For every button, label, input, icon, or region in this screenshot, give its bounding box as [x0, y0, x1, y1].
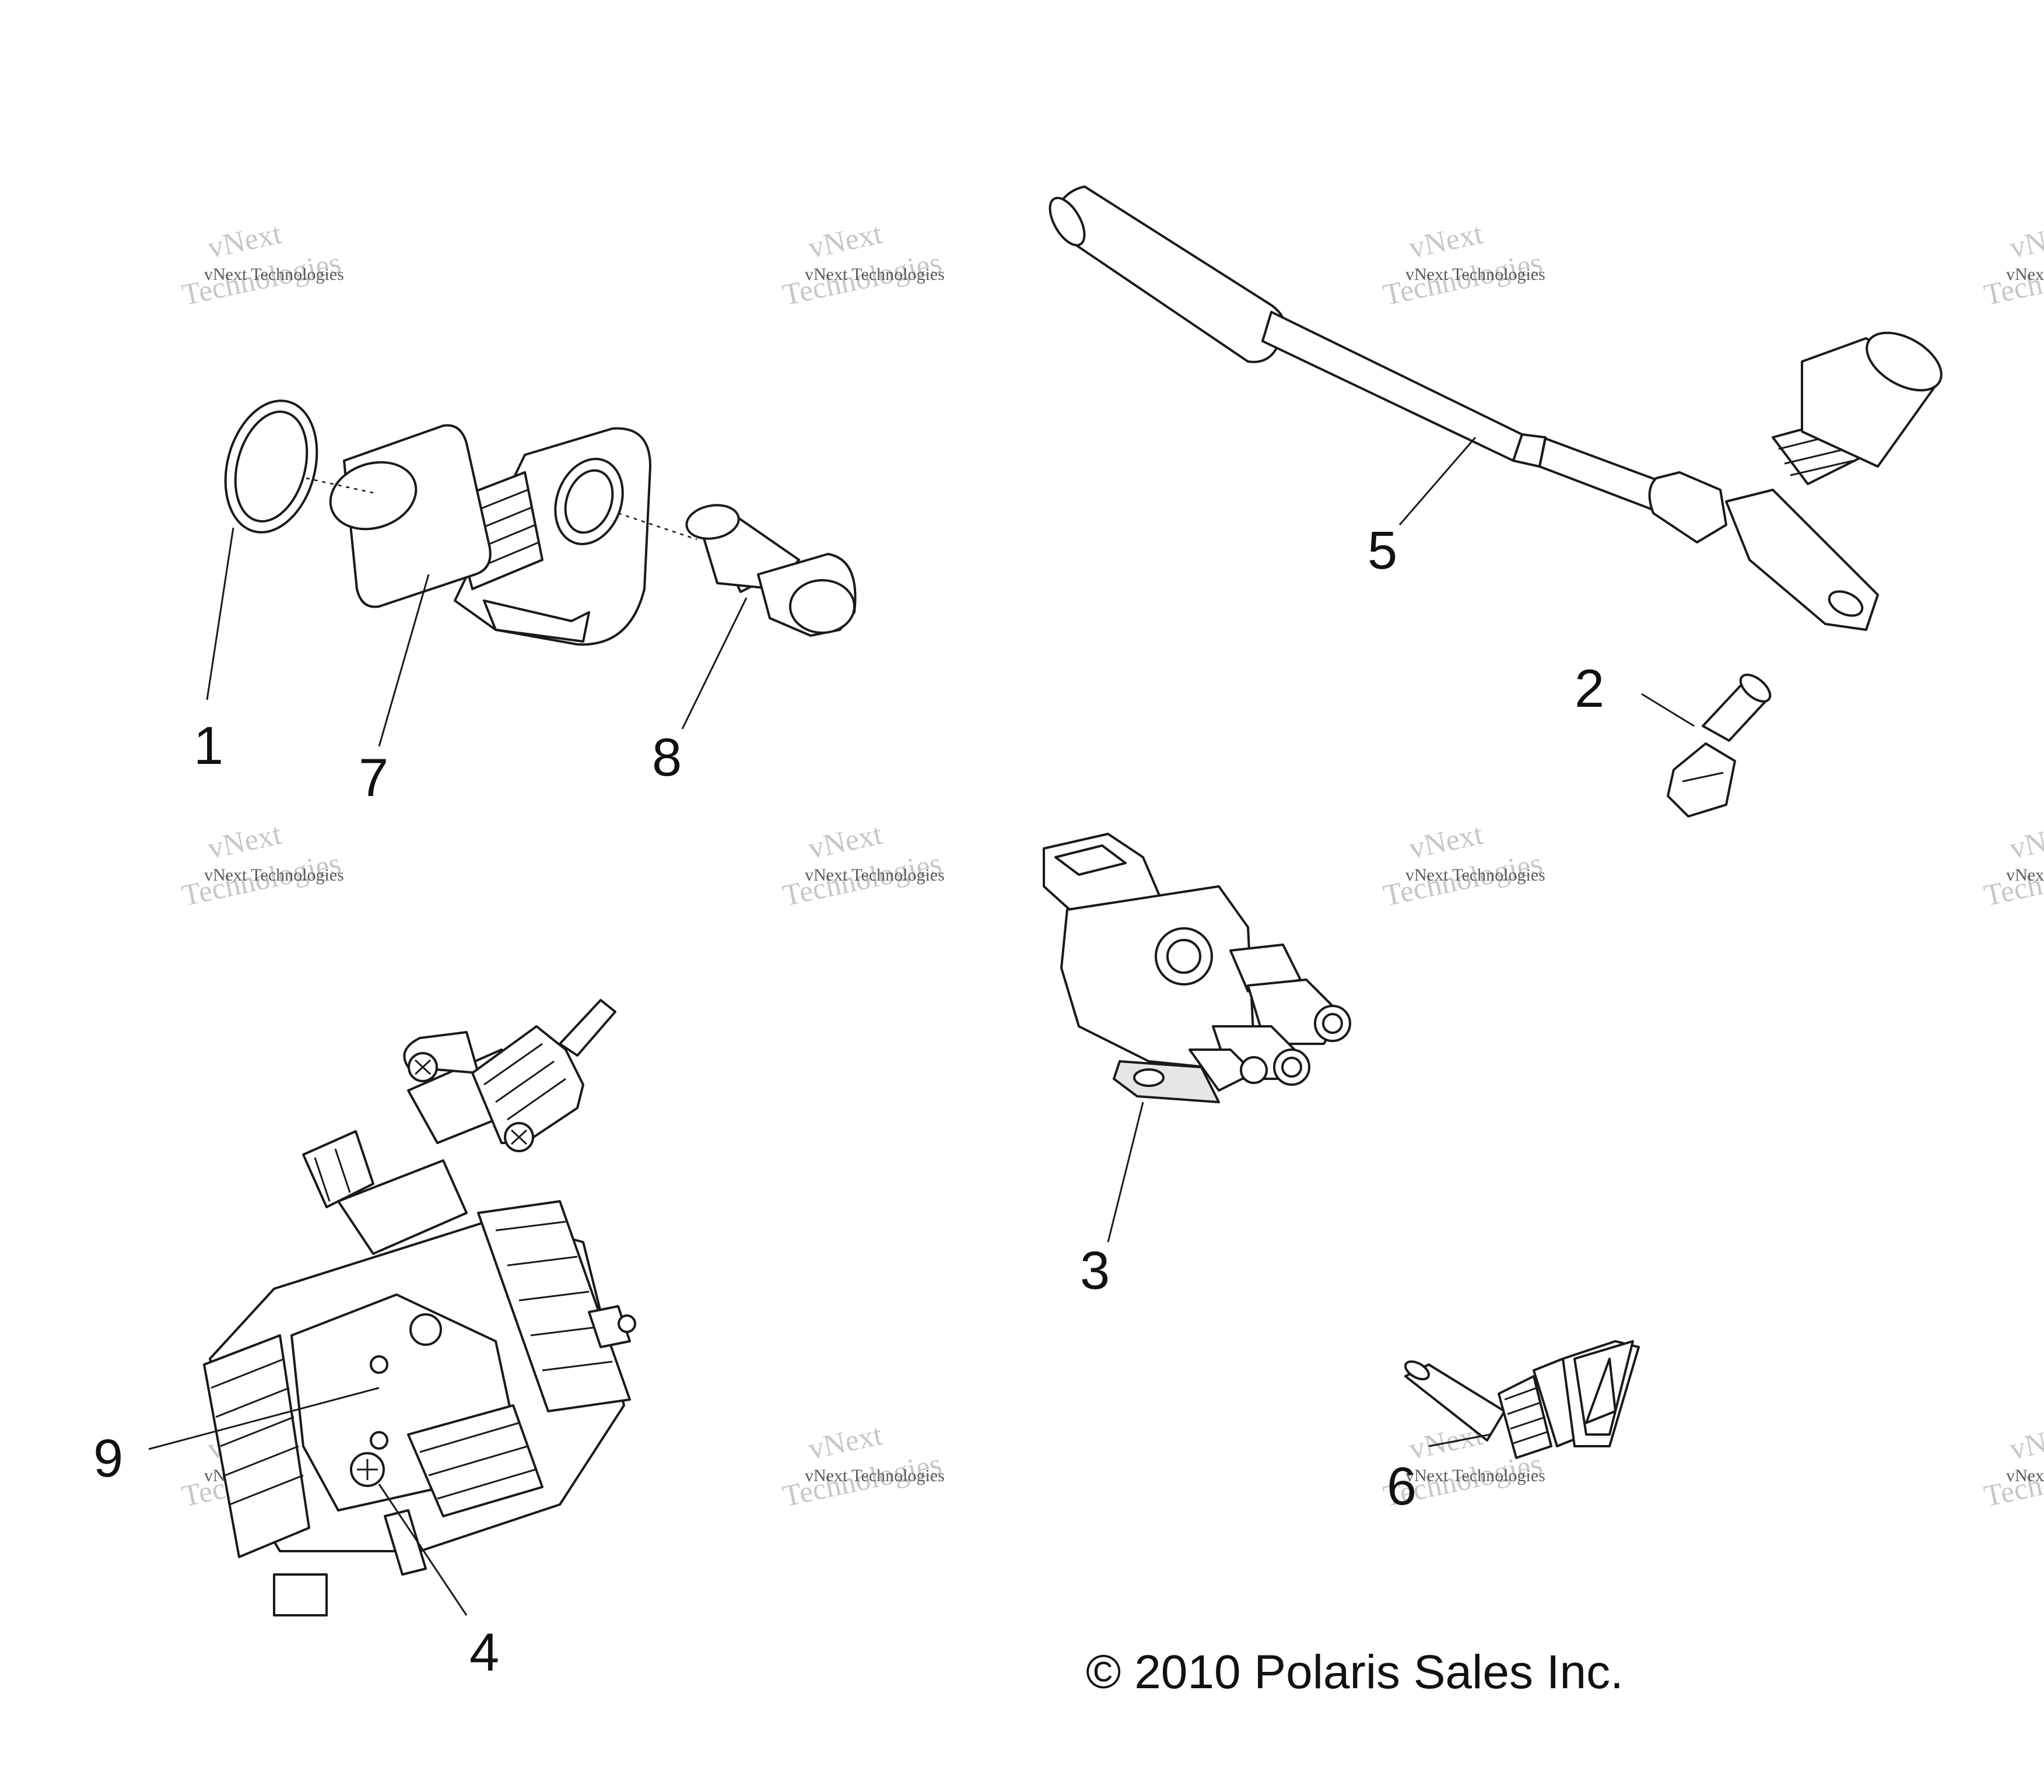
- callout-6: 6: [1387, 1457, 1417, 1516]
- watermark-small: vNext Technologies: [805, 265, 945, 284]
- watermark-small: vNext Technologies: [805, 865, 945, 885]
- callout-7: 7: [359, 748, 388, 808]
- leader-2: [1641, 693, 1695, 727]
- leader-7: [378, 574, 430, 747]
- watermark-big-top: vNext: [2007, 818, 2044, 865]
- watermark-big-top: vNext: [2007, 1418, 2044, 1466]
- leader-4: [378, 1484, 468, 1616]
- watermark-big-top: vNext: [805, 818, 885, 865]
- leader-1: [206, 527, 234, 700]
- watermark-big-top: vNext: [1406, 217, 1486, 265]
- watermark-small: vNext Technologies: [1405, 1466, 1545, 1485]
- callout-8: 8: [652, 728, 682, 787]
- leader-3: [1107, 1102, 1144, 1243]
- watermark-small: vNext Technologies: [2006, 865, 2044, 885]
- watermark-small: vNext Technologies: [2006, 265, 2044, 284]
- watermark-small: vNext Technologies: [805, 1466, 945, 1485]
- callout-1: 1: [194, 716, 223, 776]
- watermark-small: vNext Technologies: [204, 865, 344, 885]
- part-7-speed-sensor[interactable]: [322, 424, 651, 646]
- watermark-big-top: vNext: [1406, 818, 1486, 865]
- leader-8: [681, 597, 748, 730]
- watermark-big-top: vNext: [205, 217, 285, 265]
- part-5-sensor-with-lead[interactable]: [1043, 185, 1951, 631]
- leader-6: [1428, 1433, 1491, 1447]
- watermark-big-top: vNext: [805, 217, 885, 265]
- watermark-small: vNext Technologies: [2006, 1466, 2044, 1485]
- leader-5: [1398, 437, 1477, 525]
- callout-3: 3: [1080, 1241, 1110, 1300]
- watermark-big-top: vNext: [205, 818, 285, 865]
- watermark-small: vNext Technologies: [1405, 865, 1545, 885]
- part-3-idle-air-control-valve[interactable]: [1043, 833, 1351, 1103]
- alignment-line-1: [306, 477, 374, 494]
- callout-2: 2: [1575, 659, 1604, 718]
- part-6-temperature-sensor[interactable]: [1403, 1340, 1640, 1459]
- part-2-screw[interactable]: [1667, 669, 1775, 818]
- callout-5: 5: [1368, 521, 1397, 580]
- callout-4: 4: [469, 1623, 499, 1682]
- part-8-bolt[interactable]: [684, 502, 857, 637]
- part-9-throttle-body[interactable]: [203, 999, 636, 1616]
- leader-9: [148, 1387, 380, 1450]
- watermark-small: vNext Technologies: [204, 265, 344, 284]
- watermark-small: vNext Technologies: [1405, 265, 1545, 284]
- part-1-o-ring[interactable]: [212, 391, 331, 543]
- callout-9: 9: [93, 1429, 123, 1488]
- alignment-line-2: [618, 512, 697, 541]
- copyright-notice: © 2010 Polaris Sales Inc.: [1086, 1646, 1624, 1699]
- watermark-big-top: vNext: [805, 1418, 885, 1466]
- watermark-big-top: vNext: [2007, 217, 2044, 265]
